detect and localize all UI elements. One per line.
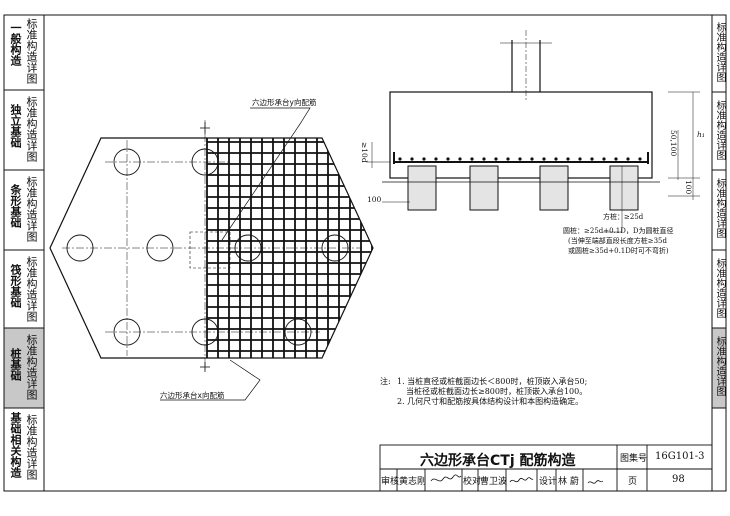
left-tab-1-category: 一般构造 xyxy=(9,22,22,66)
rebar-dot xyxy=(638,157,642,161)
left-tab-3-subtitle: 标准构造详图 xyxy=(25,176,38,242)
rebar-dot xyxy=(398,157,402,161)
check-name: 曹卫波 xyxy=(480,477,508,487)
note-line-3: 2. 几何尺寸和配筋按具体结构设计和本图构造确定。 xyxy=(397,397,584,406)
right-tab-5[interactable]: 标准构造详图 xyxy=(714,336,725,396)
rebar-dot xyxy=(566,157,570,161)
anchor-note-4: 或圆桩≥35d+0.1D时可不弯折) xyxy=(568,247,669,255)
dim-50-100: 50,100 xyxy=(669,130,678,157)
left-tab-5-category: 桩基础 xyxy=(9,348,22,381)
section-view xyxy=(366,30,700,233)
rebar-dot xyxy=(578,157,582,161)
design-signature xyxy=(587,480,604,484)
rebar-dot xyxy=(614,157,618,161)
rebar-dot xyxy=(506,157,510,161)
rebar-dot xyxy=(602,157,606,161)
rebar-dot xyxy=(530,157,534,161)
page-label: 页 xyxy=(628,477,638,487)
left-tab-1-subtitle: 标准构造详图 xyxy=(25,18,38,84)
section-piles xyxy=(407,165,639,211)
dim-10d: ≥10d xyxy=(360,142,369,163)
left-tab-2-subtitle: 标准构造详图 xyxy=(25,96,38,162)
page-number: 98 xyxy=(672,474,685,485)
title-block-lines xyxy=(379,444,713,492)
design-name: 林 蔚 xyxy=(558,477,579,487)
left-tab-6-subtitle: 标准构造详图 xyxy=(25,414,38,480)
rebar-dot xyxy=(422,157,426,161)
check-signature xyxy=(509,477,534,483)
dim-100-left: 100 xyxy=(367,195,382,204)
anchor-note-1: 方桩：≥25d xyxy=(603,213,644,221)
dim-h1: h₁ xyxy=(697,130,705,139)
rebar-dots xyxy=(398,157,642,161)
rebar-dot xyxy=(410,157,414,161)
note-line-1: 1. 当桩直径或桩截面边长＜800时，桩顶嵌入承台50; xyxy=(397,377,588,386)
right-tab-1[interactable]: 标准构造详图 xyxy=(714,22,725,82)
right-tab-3[interactable]: 标准构造详图 xyxy=(714,178,725,238)
rebar-dot xyxy=(458,157,462,161)
review-label: 审核 xyxy=(381,477,400,487)
plan-view xyxy=(49,107,374,401)
notes-prefix: 注: xyxy=(380,377,391,386)
plan-label-x-rebar: 六边形承台x向配筋 xyxy=(160,391,225,400)
right-tab-2[interactable]: 标准构造详图 xyxy=(714,100,725,160)
rebar-dot xyxy=(482,157,486,161)
right-tab-4[interactable]: 标准构造详图 xyxy=(714,258,725,318)
rebar-dot xyxy=(446,157,450,161)
left-tab-5-subtitle: 标准构造详图 xyxy=(25,334,38,400)
rebar-dot xyxy=(518,157,522,161)
plan-label-y-rebar: 六边形承台y向配筋 xyxy=(252,98,317,107)
rebar-dot xyxy=(470,157,474,161)
rebar-dot xyxy=(434,157,438,161)
review-signature xyxy=(430,474,462,482)
rebar-dot xyxy=(542,157,546,161)
anchor-note-3: (当伸至端部直段长度方桩≥35d xyxy=(568,237,667,245)
atlas-number: 16G101-3 xyxy=(655,451,705,462)
active-tab-highlight xyxy=(4,328,44,408)
dim-100-right: 100 xyxy=(684,180,693,195)
rebar-dot xyxy=(626,157,630,161)
anchor-note-2: 圆桩：≥25d+0.1D，D为圆桩直径 xyxy=(563,227,674,235)
left-tab-4-subtitle: 标准构造详图 xyxy=(25,256,38,322)
rebar-dot xyxy=(494,157,498,161)
rebar-dot xyxy=(590,157,594,161)
note-line-2: 当桩径或桩截面边长≥800时，桩顶嵌入承台100。 xyxy=(406,387,588,396)
left-tab-3-category: 条形基础 xyxy=(9,184,22,228)
left-tab-6-category: 基础相关构造 xyxy=(9,412,22,478)
rebar-dot xyxy=(554,157,558,161)
review-name: 黄志刚 xyxy=(399,477,427,487)
atlas-label: 图集号 xyxy=(620,454,648,464)
left-tab-2-category: 独立基础 xyxy=(9,104,22,148)
check-label: 校对 xyxy=(463,477,482,487)
design-label: 设计 xyxy=(539,477,558,487)
drawing-title: 六边形承台CTj 配筋构造 xyxy=(420,453,576,469)
left-tab-4-category: 筏形基础 xyxy=(9,264,22,308)
